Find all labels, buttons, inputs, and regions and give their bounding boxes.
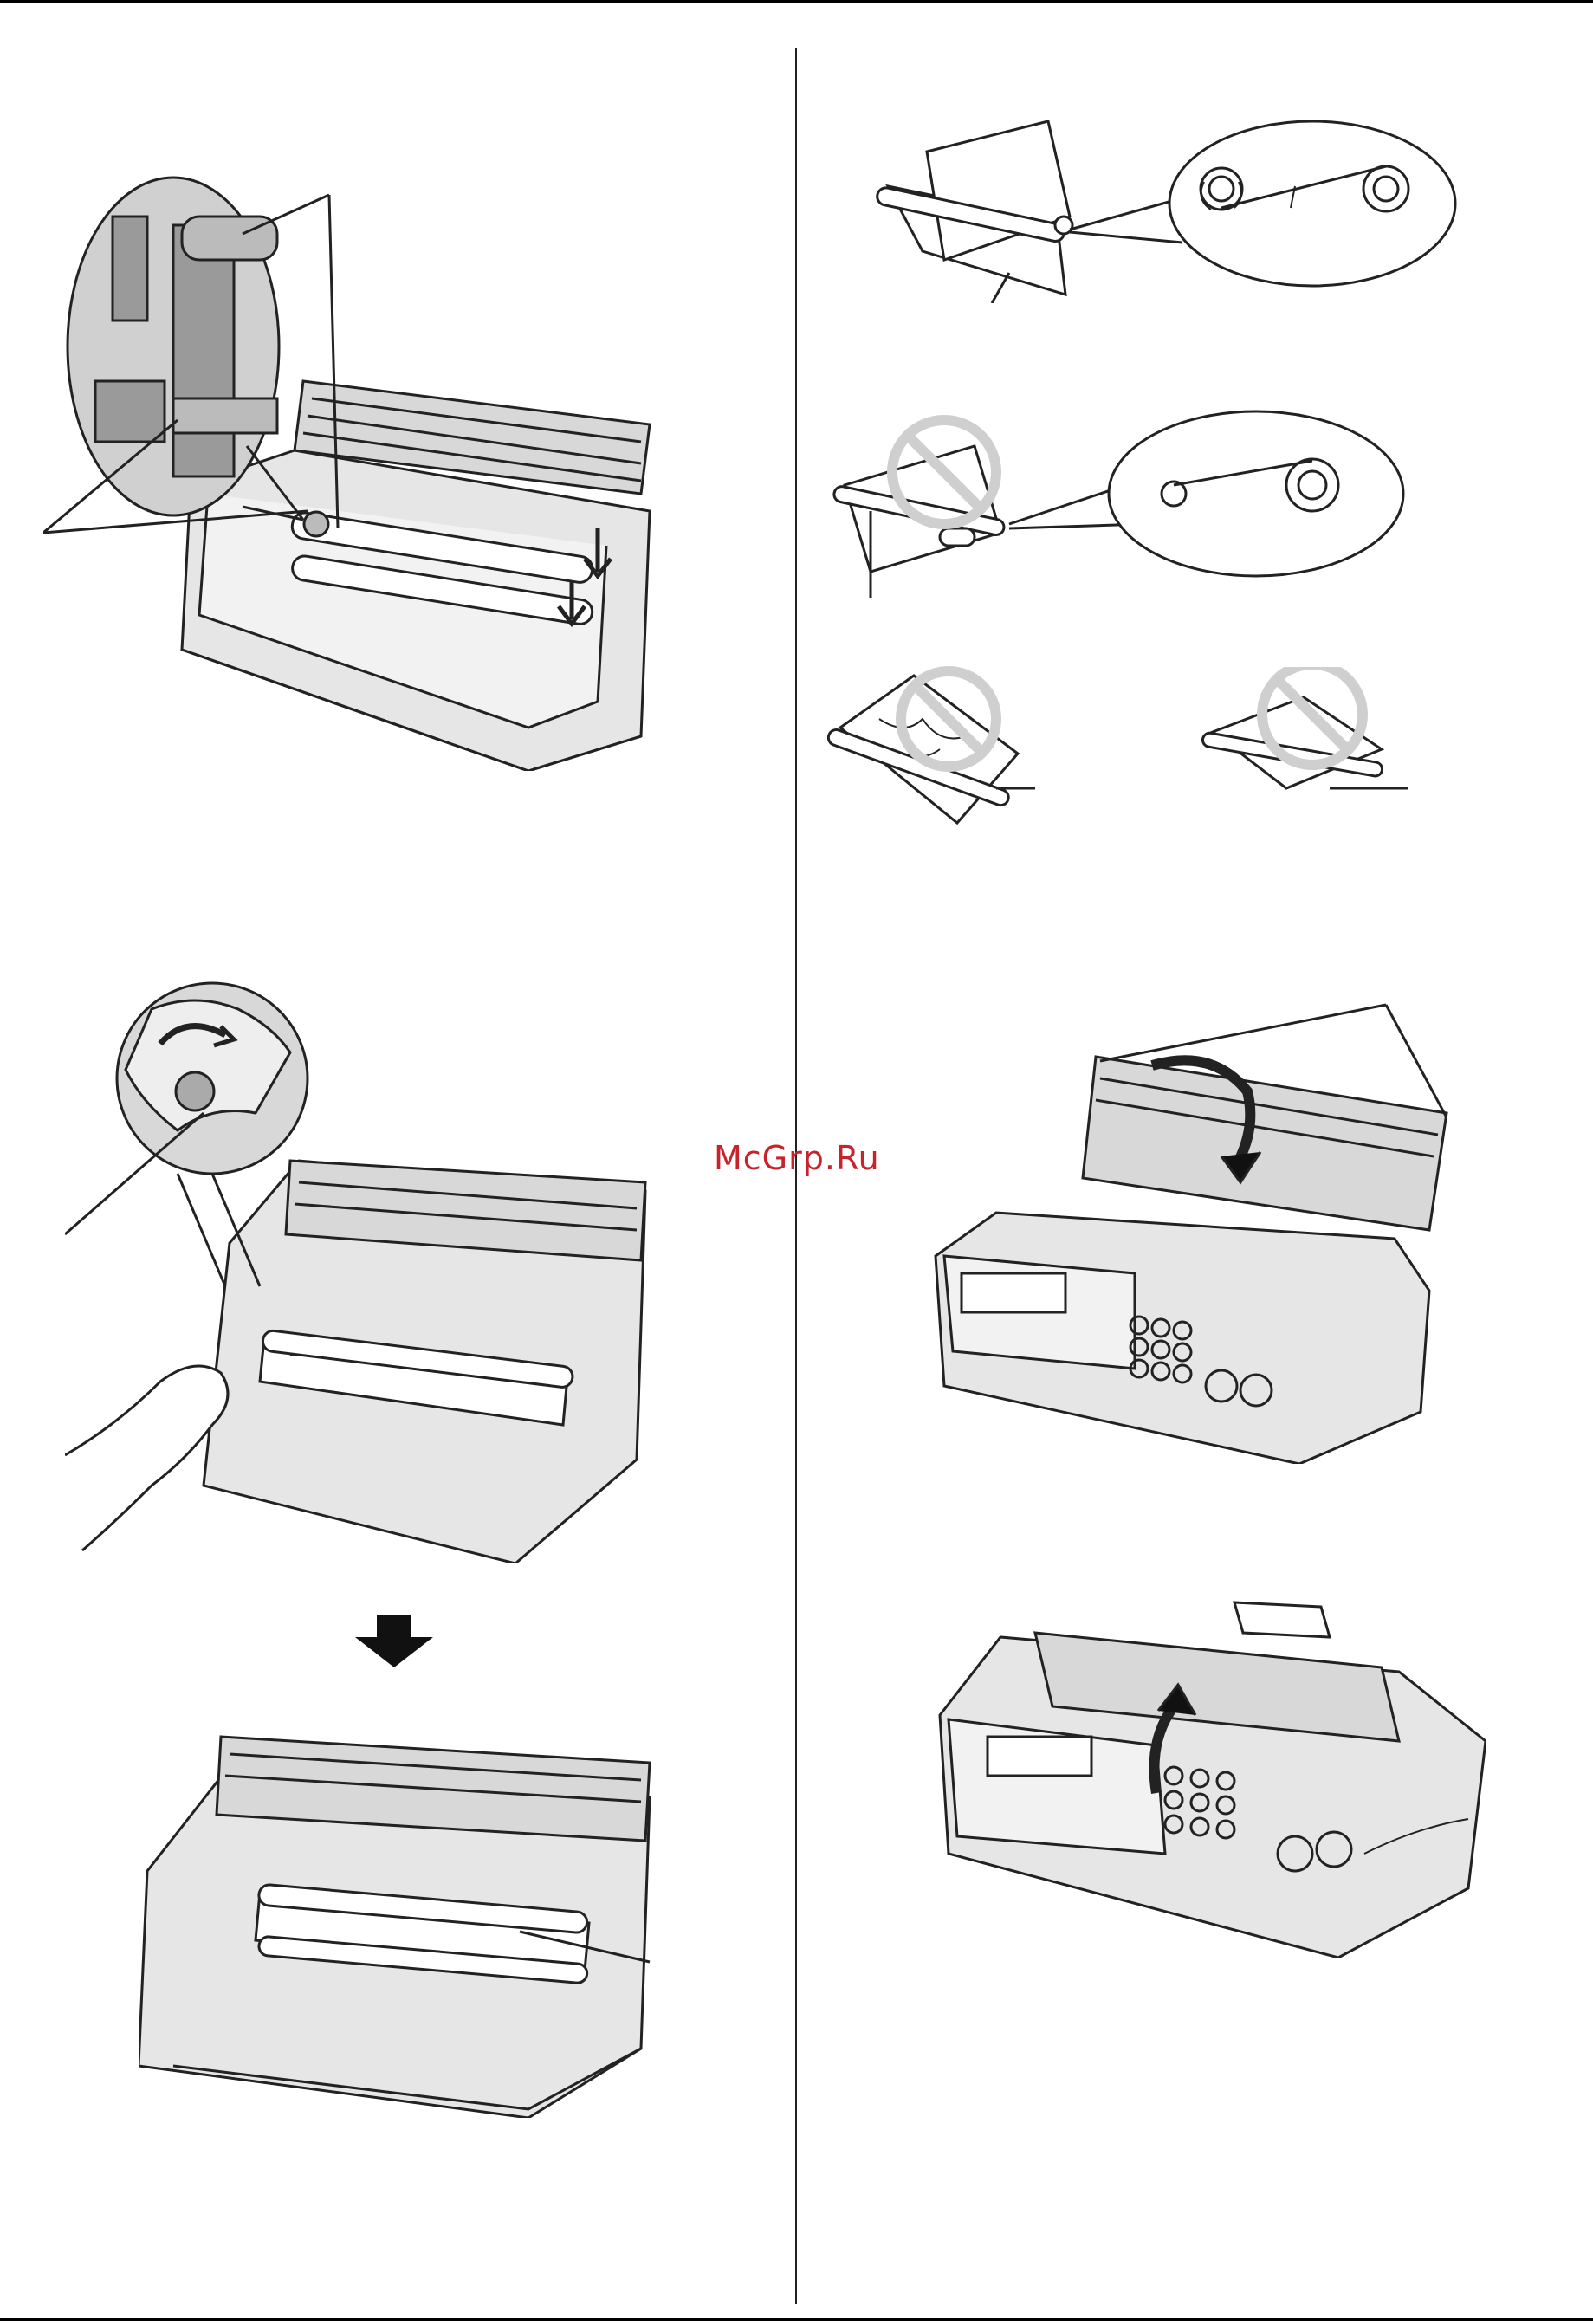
film-roll-wrong-direction-illustration <box>827 407 1416 606</box>
film-roll-correct-illustration <box>875 104 1464 303</box>
film-roll-slack-illustration <box>1200 667 1425 823</box>
fax-open-film-insert-illustration <box>43 165 702 771</box>
arrow-down-icon <box>355 1615 433 1667</box>
fax-cover-closed-illustration <box>931 1568 1486 1958</box>
fax-close-cover-illustration <box>927 996 1464 1464</box>
fax-machine-icon <box>43 165 702 771</box>
watermark-text: McGrp.Ru <box>714 1139 880 1177</box>
prohibited-icon <box>827 658 1052 832</box>
fax-machine-icon <box>139 1702 658 2118</box>
fax-machine-icon <box>931 1568 1486 1958</box>
bottom-rule <box>0 2318 1593 2321</box>
top-rule <box>0 0 1593 3</box>
fax-machine-icon <box>927 996 1464 1464</box>
prohibited-icon <box>827 407 1416 606</box>
gear-icon <box>65 974 663 1563</box>
fax-film-taut-illustration <box>139 1702 658 2118</box>
film-roll-wrinkled-illustration <box>827 658 1052 832</box>
prohibited-icon <box>1200 667 1425 823</box>
fax-gear-tighten-illustration <box>65 974 663 1563</box>
film-roll-icon <box>875 104 1464 303</box>
